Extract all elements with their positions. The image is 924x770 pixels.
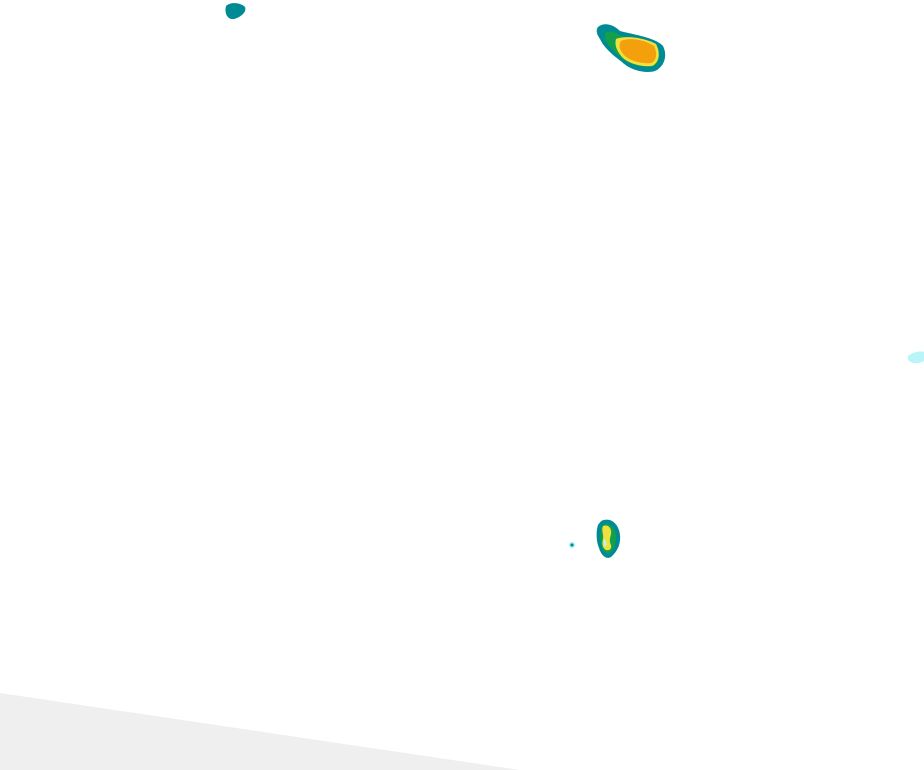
radar-echo-east-edge — [908, 351, 924, 364]
out-of-range-area — [0, 693, 520, 770]
radar-echo-north-cell — [596, 24, 666, 72]
radar-echo-speck — [568, 541, 576, 549]
radar-echo-south-cell — [596, 519, 621, 558]
radar-echo-northwest — [225, 3, 246, 20]
